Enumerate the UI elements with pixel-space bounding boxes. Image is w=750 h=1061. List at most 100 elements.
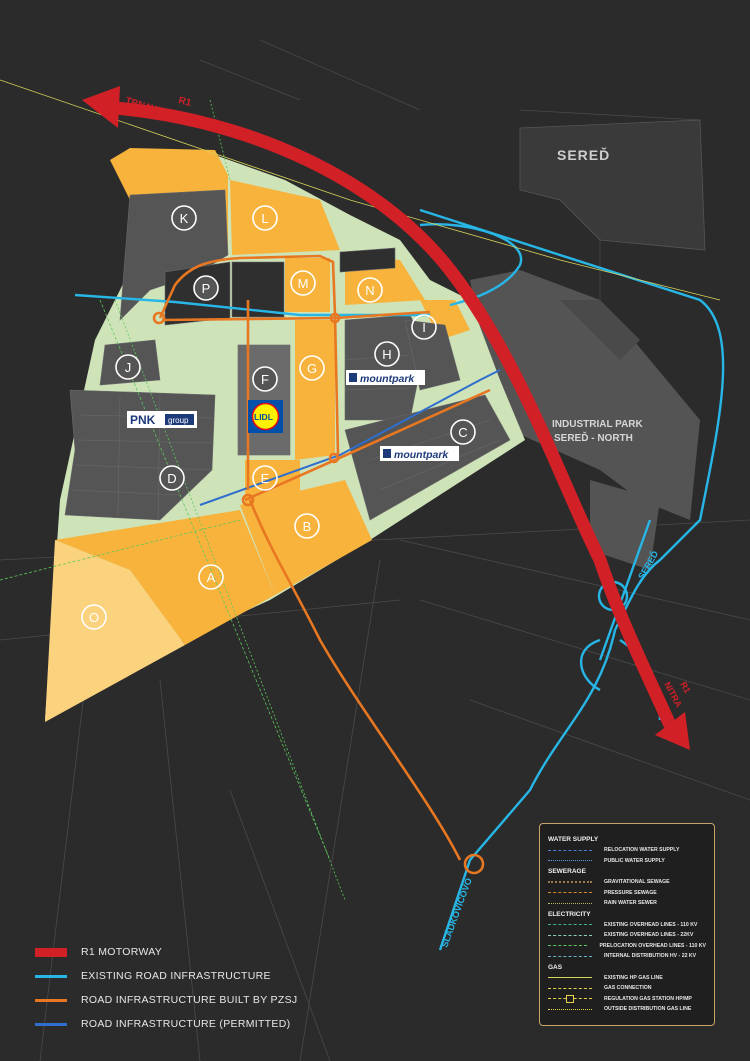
pnk-logo-main: PNK: [130, 413, 156, 427]
plot-marker-c: C: [450, 419, 476, 445]
plot-marker-f: F: [252, 366, 278, 392]
legend-line: [548, 934, 592, 936]
plot-marker-p: P: [193, 275, 219, 301]
plot-marker-circle: [299, 355, 325, 381]
plot-marker-circle: [198, 564, 224, 590]
motorway-arrow-top: [82, 86, 120, 128]
legend-heading-electricity: ELECTRICITY: [548, 910, 591, 918]
plot-marker-label: I: [422, 320, 426, 335]
legend-row: R1 MOTORWAY: [35, 940, 365, 964]
plot-marker-label: G: [307, 361, 317, 376]
plot-marker-circle: [193, 275, 219, 301]
plot-marker-circle: [81, 604, 107, 630]
lidl-logo-text: LIDL: [254, 412, 273, 422]
utility-lines: [0, 79, 721, 901]
legend-line: [548, 1008, 592, 1010]
plot-marker-label: E: [261, 471, 270, 486]
legend-item: GAS CONNECTION: [548, 983, 706, 994]
legend-item-label: EXISTING HP GAS LINE: [604, 974, 663, 981]
plot-marker-i: I: [411, 314, 437, 340]
legend-label: R1 MOTORWAY: [81, 946, 163, 958]
plot-marker-g: G: [299, 355, 325, 381]
legend-item: EXISTING HP GAS LINE: [548, 973, 706, 984]
plot-markers: K L P M N I H J F G D C E B A O: [81, 205, 476, 630]
plot-marker-circle: [411, 314, 437, 340]
legend-swatch: [35, 998, 67, 1002]
industrial-park-buildings: [470, 270, 700, 570]
plot-marker-circle: [450, 419, 476, 445]
plot-marker-h: H: [374, 341, 400, 367]
plot-l-area: [230, 180, 340, 255]
road-label-sladkovicovo: SLÁDKOVIČOVO: [439, 876, 474, 948]
plot-marker-circle: [374, 341, 400, 367]
industrial-park-label-1: INDUSTRIAL PARK: [552, 419, 644, 430]
mountpark-logo-2-text: mountpark: [394, 449, 449, 461]
legend-item: REGULATION GAS STATION HP/MP: [548, 994, 706, 1005]
plot-marker-b: B: [294, 513, 320, 539]
mountpark-logo-1: mountpark: [346, 370, 425, 385]
legend-item-label: INTERNAL DISTRIBUTION HV - 22 kV: [604, 953, 697, 960]
plot-marker-label: P: [202, 281, 211, 296]
legend-item: EXISTING OVERHEAD LINES - 22kV: [548, 930, 706, 941]
legend-item: RELOCATION WATER SUPPLY: [548, 845, 706, 856]
legend-item: PRESSURE SEWAGE: [548, 888, 706, 899]
legend-line: [548, 860, 592, 862]
legend-item-label: EXISTING OVERHEAD LINES - 110 kV: [604, 921, 698, 928]
legend-row: EXISTING ROAD INFRASTRUCTURE: [35, 964, 365, 988]
pnk-logo: PNK group: [127, 411, 197, 428]
legend-line: [548, 924, 592, 926]
legend-swatch: [35, 947, 67, 957]
legend-line: [548, 995, 592, 1004]
legend-item-label: OUTSIDE DISTRIBUTION GAS LINE: [604, 1006, 692, 1013]
plot-marker-label: A: [207, 570, 216, 585]
plot-i-area: [420, 300, 470, 340]
plot-marker-k: K: [171, 205, 197, 231]
plot-marker-label: J: [125, 360, 132, 375]
legend-heading-water: WATER SUPPLY: [548, 836, 599, 843]
plot-marker-label: C: [458, 425, 467, 440]
legend-item: INTERNAL DISTRIBUTION HV - 22 kV: [548, 951, 706, 962]
legend-item: PUBLIC WATER SUPPLY: [548, 856, 706, 867]
legend-item-label: PUBLIC WATER SUPPLY: [604, 857, 665, 864]
plot-marker-d: D: [159, 465, 185, 491]
legend-item: EXISTING OVERHEAD LINES - 110 kV: [548, 920, 706, 931]
legend-heading-sewerage: SEWERAGE: [548, 868, 586, 875]
plot-marker-circle: [252, 366, 278, 392]
motorway-label-bottom: R1: [678, 680, 692, 695]
plot-marker-m: M: [290, 270, 316, 296]
lidl-logo: LIDL: [248, 400, 283, 433]
legend-swatch: [35, 1022, 67, 1026]
plot-o-area: [45, 540, 185, 722]
plot-marker-label: F: [261, 372, 269, 387]
legend-item-label: PRELOCATION OVERHEAD LINES - 110 kV: [599, 942, 706, 949]
plot-marker-label: L: [261, 211, 268, 226]
plot-marker-label: N: [365, 283, 374, 298]
legend-item-label: GRAVITATIONAL SEWAGE: [604, 879, 670, 886]
plot-marker-circle: [252, 465, 278, 491]
plot-marker-circle: [290, 270, 316, 296]
plot-marker-e: E: [252, 465, 278, 491]
plot-a-area: [55, 510, 275, 645]
building-m-dark: [231, 261, 285, 318]
legend-item: PRELOCATION OVERHEAD LINES - 110 kV: [548, 941, 706, 952]
plot-marker-label: K: [180, 211, 189, 226]
plot-marker-label: M: [298, 276, 309, 291]
plot-marker-o: O: [81, 604, 107, 630]
legend-item: RAIN WATER SEWER: [548, 898, 706, 909]
plot-marker-a: A: [198, 564, 224, 590]
plot-marker-circle: [171, 205, 197, 231]
pzsj-roads: [152, 254, 491, 875]
mountpark-logo-1-text: mountpark: [360, 373, 415, 385]
legend-line: [548, 881, 592, 884]
plot-marker-n: N: [357, 277, 383, 303]
legend-label: EXISTING ROAD INFRASTRUCTURE: [81, 970, 271, 982]
legend-line: [548, 849, 592, 851]
r1-motorway: [82, 86, 690, 750]
legend-label: ROAD INFRASTRUCTURE BUILT BY PZSJ: [81, 994, 298, 1006]
permitted-roads: [199, 369, 501, 506]
plot-marker-l: L: [252, 205, 278, 231]
legend-row: ROAD INFRASTRUCTURE BUILT BY PZSJ: [35, 988, 365, 1012]
legend-heading-gas: GAS: [548, 963, 563, 971]
town-sered-area: [519, 119, 706, 251]
